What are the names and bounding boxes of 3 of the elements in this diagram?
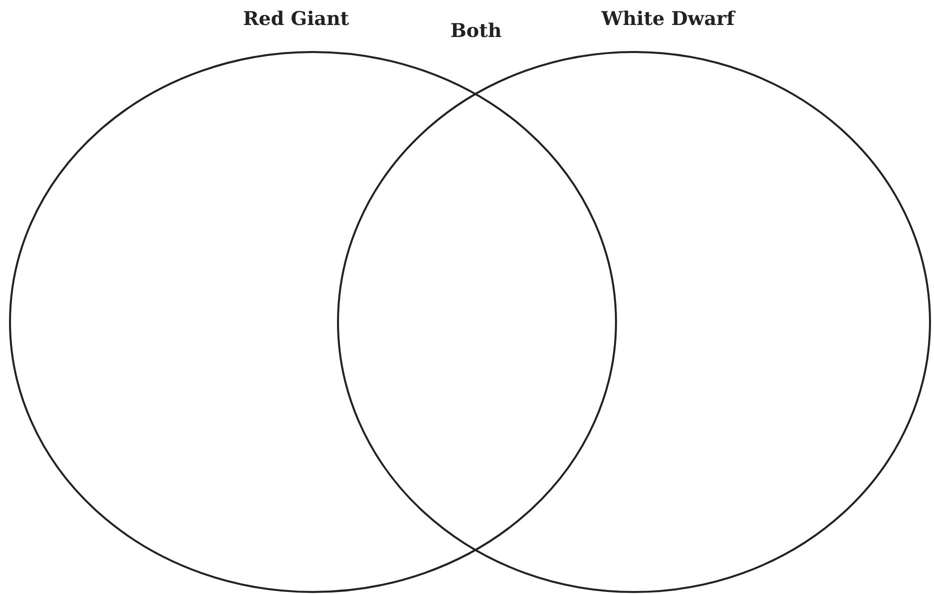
- overlap-heading: Both: [450, 20, 502, 42]
- circle-heading: White Dwarf: [601, 8, 735, 30]
- circle-heading: Red Giant: [242, 8, 350, 30]
